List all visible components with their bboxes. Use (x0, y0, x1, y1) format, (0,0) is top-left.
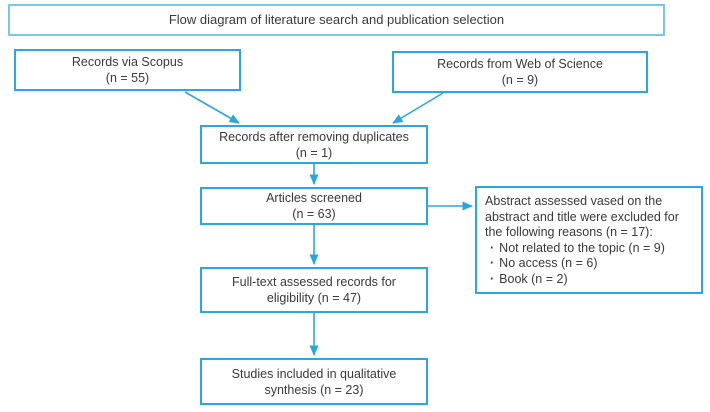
box-included-line2: synthesis (n = 23) (264, 382, 364, 397)
box-excluded-reasons: Abstract assessed vased on the abstract … (475, 186, 703, 294)
bullet-dot-icon: · (490, 240, 495, 255)
box-articles-screened: Articles screened (n = 63) (200, 187, 428, 225)
excluded-reason-text: No access (n = 6) (499, 256, 598, 271)
diagram-title: Flow diagram of literature search and pu… (168, 12, 505, 27)
bullet-dot-icon: · (490, 271, 495, 286)
excluded-reason-text: Book (n = 2) (499, 271, 568, 286)
excluded-reason-text: Not related to the topic (n = 9) (499, 240, 665, 255)
box-records-wos-line1: Records from Web of Science (437, 57, 603, 71)
excluded-reason-item: · No access (n = 6) (485, 256, 597, 272)
box-duplicates-removed: Records after removing duplicates (n = 1… (200, 125, 428, 164)
box-excluded-line3: the following reasons (n = 17): (485, 225, 653, 240)
box-fulltext-assessed: Full-text assessed records for eligibili… (200, 267, 428, 313)
box-studies-included: Studies included in qualitative synthesi… (200, 358, 428, 405)
box-records-wos-count: (n = 9) (501, 73, 539, 87)
excluded-reason-item: · Book (n = 2) (485, 272, 568, 288)
box-duplicates-line1: Records after removing duplicates (219, 129, 409, 144)
box-screened-line1: Articles screened (266, 191, 362, 205)
box-excluded-line2: abstract and title were excluded for (485, 209, 679, 224)
box-included-line1: Studies included in qualitative (231, 366, 397, 381)
arrow-wos-to-duplicates (392, 92, 444, 124)
excluded-reason-item: · Not related to the topic (n = 9) (485, 241, 665, 257)
arrow-scopus-to-duplicates (184, 91, 240, 124)
bullet-dot-icon: · (490, 256, 495, 271)
box-records-scopus: Records via Scopus (n = 55) (14, 49, 241, 91)
box-fulltext-line2: eligibility (n = 47) (266, 291, 362, 305)
diagram-title-box: Flow diagram of literature search and pu… (8, 4, 665, 36)
box-fulltext-line1: Full-text assessed records for (232, 275, 396, 289)
box-duplicates-count: (n = 1) (295, 145, 333, 160)
box-records-scopus-count: (n = 55) (105, 71, 150, 85)
box-excluded-line1: Abstract assessed vased on the (485, 194, 663, 208)
box-screened-count: (n = 63) (292, 207, 336, 221)
box-records-scopus-line1: Records via Scopus (71, 55, 184, 69)
box-records-web-of-science: Records from Web of Science (n = 9) (392, 51, 648, 93)
